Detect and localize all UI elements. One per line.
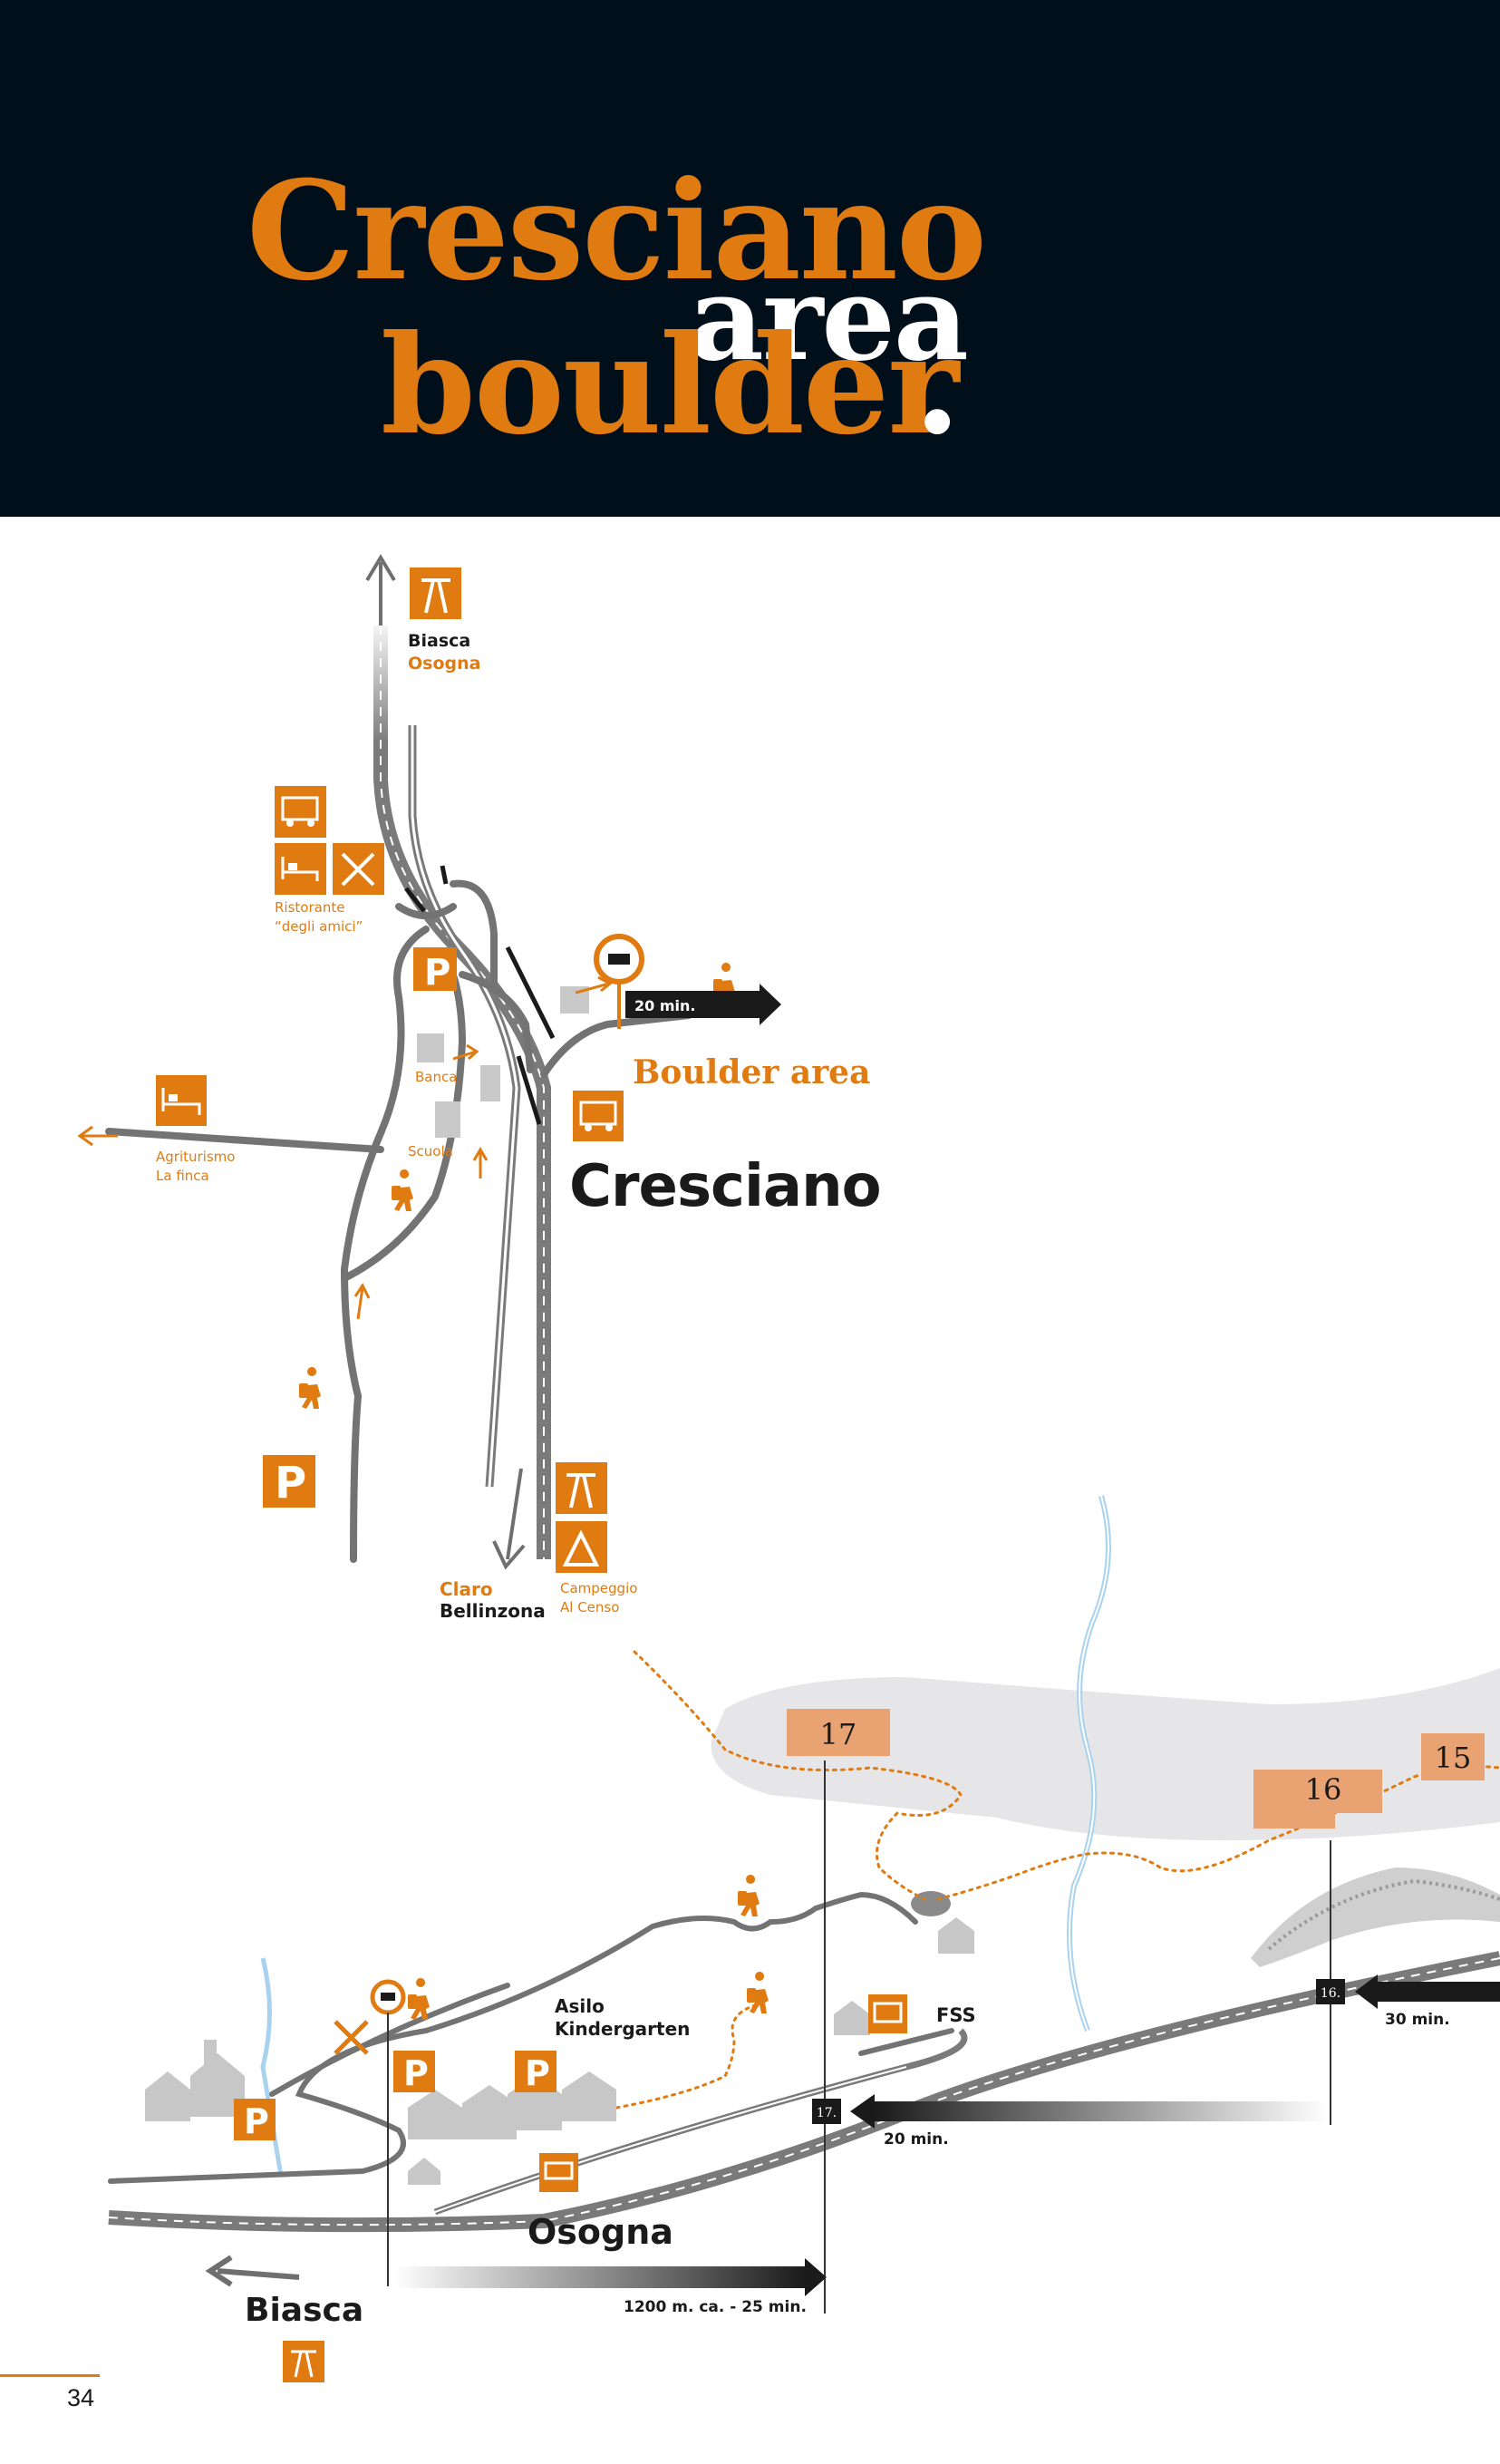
bus-stop-icon (275, 786, 326, 838)
restaurant-label-1: Ristorante (275, 899, 344, 916)
hiker-icon (299, 1367, 321, 1409)
title-dot: . (914, 306, 961, 465)
motorway-south-icon (556, 1462, 607, 1514)
hiker-icon (747, 1972, 769, 2013)
boulder-area-label: Boulder area (633, 1053, 870, 1091)
restaurant-label-2: “degli amici” (275, 918, 363, 935)
parking-icon: P (234, 2099, 276, 2141)
marker-16: 16. (1316, 1979, 1345, 2004)
railway-station-icon (868, 1994, 907, 2033)
svg-text:P: P (275, 1458, 306, 1508)
arrow-from-parking: 1200 m. ca. - 25 min. (394, 2258, 827, 2316)
lower-map: P P P 17 (108, 1495, 1500, 2382)
upper-map: P P (77, 554, 882, 1622)
hotel-bed-icon (275, 843, 326, 895)
svg-text:P: P (424, 952, 450, 994)
motorway-icon (283, 2341, 324, 2382)
title-area: area (689, 251, 969, 387)
biasca-label: Biasca (245, 2292, 363, 2329)
agritourism-label-2: La finca (156, 1168, 209, 1184)
svg-text:P: P (525, 2053, 550, 2093)
title-cresciano: Cresciano (247, 151, 987, 311)
arrow-sector-17: 20 min. (850, 2094, 1328, 2149)
title-boulder: boulder (381, 306, 959, 465)
parking-icon: P (515, 2051, 556, 2093)
hiker-icon (738, 1875, 760, 1916)
svg-text:16: 16 (1305, 1772, 1342, 1807)
bank-label: Banca (415, 1069, 457, 1085)
svg-text:15: 15 (1435, 1741, 1472, 1775)
agritourism-label-1: Agriturismo (156, 1149, 235, 1165)
title-header: Cresciano area boulder . (0, 0, 1500, 517)
svg-text:P: P (403, 2053, 429, 2093)
claro-label: Claro (440, 1578, 493, 1600)
kindergarten-label-2: Kindergarten (555, 2018, 690, 2040)
marker-17: 17. (812, 2099, 841, 2124)
svg-text:20 min.: 20 min. (884, 2130, 949, 2149)
parking-icon: P (393, 2051, 435, 2093)
sector-16-box: 16 (1253, 1770, 1382, 1829)
svg-text:17.: 17. (817, 2106, 837, 2120)
camping-tent-icon (556, 1521, 607, 1573)
svg-text:16.: 16. (1321, 1986, 1340, 2001)
hotel-bed-icon (156, 1075, 207, 1126)
parking-icon: P (413, 947, 457, 994)
svg-text:30 min.: 30 min. (1385, 2011, 1450, 2029)
sector-17-box: 17 (787, 1709, 890, 1756)
hiker-icon (408, 1978, 430, 2020)
car-sign-icon (594, 934, 644, 1029)
sector-15-box: 15 (1421, 1733, 1485, 1780)
school-label: Scuola (408, 1143, 453, 1159)
trail-arrow: 20 min. (625, 984, 781, 1025)
restaurant-cutlery-icon (333, 843, 384, 895)
parking-icon: P (263, 1455, 315, 1508)
page-divider (0, 2374, 100, 2377)
motorway-north-icon (410, 567, 461, 619)
svg-text:P: P (244, 2101, 269, 2141)
trail-time-label: 20 min. (634, 997, 695, 1014)
cresciano-town-label: Cresciano (569, 1153, 881, 1220)
svg-text:17: 17 (820, 1717, 857, 1751)
hiker-icon (392, 1169, 413, 1211)
camping-label-1: Campeggio (560, 1580, 637, 1596)
osogna-town-label: Osogna (527, 2212, 673, 2252)
access-map: P P (77, 554, 1500, 2382)
north-label-1: Biasca (408, 631, 470, 651)
bus-stop-icon (539, 2153, 578, 2192)
page-number: 34 (67, 2384, 95, 2411)
kindergarten-label-1: Asilo (555, 1995, 605, 2017)
camping-label-2: Al Censo (560, 1599, 619, 1615)
station-label: FSS (936, 2004, 976, 2026)
svg-text:1200 m. ca. - 25 min.: 1200 m. ca. - 25 min. (624, 2298, 807, 2316)
north-label-2: Osogna (408, 654, 480, 674)
bus-stop-icon (573, 1091, 624, 1141)
bellinzona-label: Bellinzona (440, 1600, 546, 1622)
arrow-sector-16: 30 min. (1355, 1974, 1500, 2029)
